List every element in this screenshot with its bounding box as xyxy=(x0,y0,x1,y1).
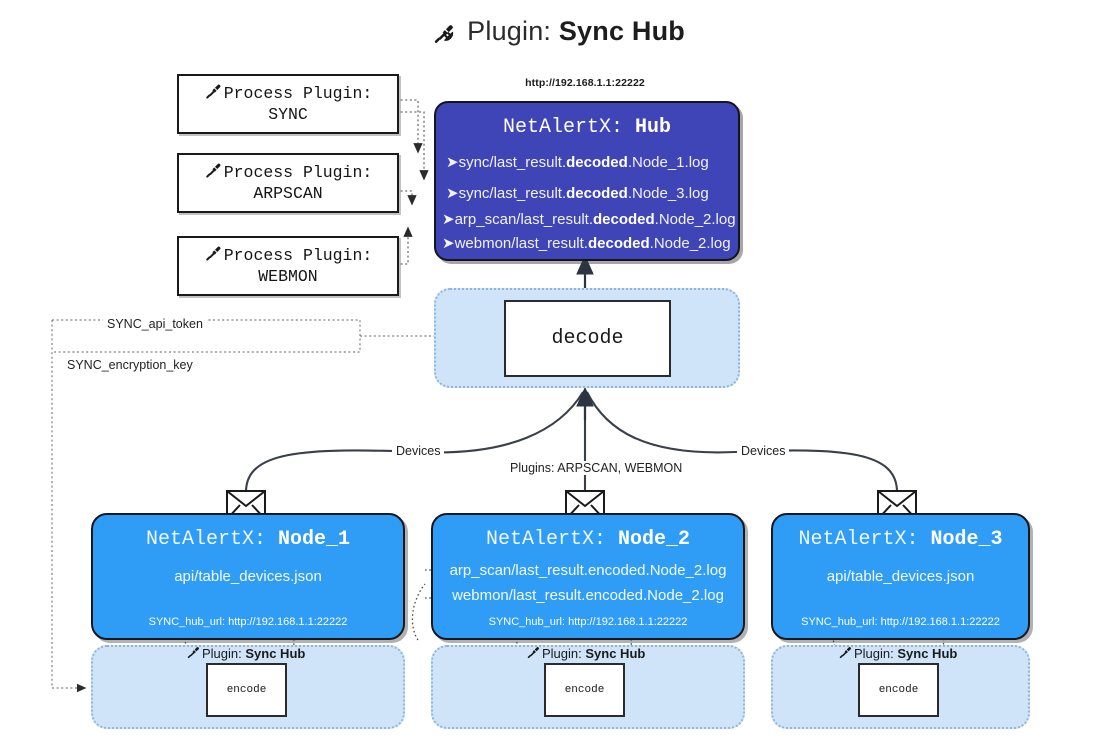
node-box-node-1[interactable]: NetAlertX: Node_1 api/table_devices.json… xyxy=(91,513,405,640)
title-name: Sync Hub xyxy=(558,16,685,46)
hub-log-2-mid: decoded xyxy=(566,185,628,202)
node-box-node-3[interactable]: NetAlertX: Node_3 api/table_devices.json… xyxy=(771,513,1030,640)
hub-log-1: ➤sync/last_result.decoded.Node_1.log xyxy=(446,155,738,170)
process-plugin-arpscan-name: ARPSCAN xyxy=(253,184,323,203)
node-3-hub-url: SYNC_hub_url: http://192.168.1.1:22222 xyxy=(801,616,1000,628)
process-plugin-arpscan-label: Process Plugin: xyxy=(223,163,373,183)
hub-title: NetAlertX: Hub xyxy=(436,116,738,139)
hub-log-3-post: .Node_2.log xyxy=(654,211,736,228)
plugin-label-node-3: Plugin: Sync Hub xyxy=(838,645,957,661)
hub-log-3: ➤arp_scan/last_result.decoded.Node_2.log xyxy=(442,212,738,227)
plug-icon xyxy=(204,163,223,182)
plugin-label-node-2: Plugin: Sync Hub xyxy=(526,645,645,661)
process-plugin-webmon[interactable]: Process Plugin: WEBMON xyxy=(177,236,399,296)
plug-icon xyxy=(204,246,223,265)
wire-secrets-to-encode-zone xyxy=(51,320,87,693)
node-3-line-1: api/table_devices.json xyxy=(826,568,975,585)
plug-icon xyxy=(432,20,463,48)
plugin-label-node-1: Plugin: Sync Hub xyxy=(186,645,305,661)
node-1-title-name: Node_1 xyxy=(278,528,351,551)
hub-log-3-pre: arp_scan/last_result. xyxy=(454,211,593,228)
node-1-title-prefix: NetAlertX: xyxy=(145,528,278,551)
title-prefix: Plugin: xyxy=(467,16,559,46)
process-plugin-sync[interactable]: Process Plugin: SYNC xyxy=(177,74,399,134)
hub-log-4-pre: webmon/last_result. xyxy=(454,235,588,252)
arrow-icon: ➤ xyxy=(442,211,455,228)
process-plugin-arpscan[interactable]: Process Plugin: ARPSCAN xyxy=(177,153,399,213)
process-plugin-sync-line1: Process Plugin: xyxy=(204,82,373,105)
node-3-title-prefix: NetAlertX: xyxy=(798,528,931,551)
node-1-line-1: api/table_devices.json xyxy=(174,568,322,585)
hub-log-1-post: .Node_1.log xyxy=(627,154,709,171)
hub-log-2: ➤sync/last_result.decoded.Node_3.log xyxy=(446,186,738,201)
plugin-label-node-3-name: Sync Hub xyxy=(897,646,958,661)
hub-title-prefix: NetAlertX: xyxy=(502,116,635,139)
node-2-title-name: Node_2 xyxy=(618,528,691,551)
encode-box-node-2[interactable]: encode xyxy=(544,663,625,717)
arrow-icon: ➤ xyxy=(446,154,459,171)
process-plugin-webmon-name: WEBMON xyxy=(258,267,318,286)
node-1-title: NetAlertX: Node_1 xyxy=(93,528,403,551)
hub-log-1-pre: sync/last_result. xyxy=(458,154,567,171)
node-2-hub-url: SYNC_hub_url: http://192.168.1.1:22222 xyxy=(488,616,688,628)
wire-node2-zone-stub xyxy=(411,583,426,641)
plug-icon xyxy=(838,646,853,661)
page-title: Plugin: Sync Hub xyxy=(0,16,1117,49)
node-2-line-1: arp_scan/last_result.encoded.Node_2.log xyxy=(449,562,727,579)
sync-encryption-key-label: SYNC_encryption_key xyxy=(63,358,197,372)
plugin-label-node-2-name: Sync Hub xyxy=(585,646,646,661)
node-box-node-2[interactable]: NetAlertX: Node_2 arp_scan/last_result.e… xyxy=(431,513,745,640)
hub-log-2-pre: sync/last_result. xyxy=(458,185,567,202)
plug-icon xyxy=(186,646,201,661)
plug-icon xyxy=(526,646,541,661)
node-3-title-name: Node_3 xyxy=(930,528,1003,551)
hub-log-4-mid: decoded xyxy=(587,235,650,252)
process-plugin-arpscan-line1: Process Plugin: xyxy=(204,161,373,184)
node-2-title: NetAlertX: Node_2 xyxy=(433,528,743,551)
hub-box[interactable]: NetAlertX: Hub ➤sync/last_result.decoded… xyxy=(434,101,740,261)
hub-log-2-post: .Node_3.log xyxy=(627,185,709,202)
wire-node1-to-decode xyxy=(244,391,584,493)
arrow-icon: ➤ xyxy=(442,235,455,252)
process-plugin-sync-name: SYNC xyxy=(268,105,308,124)
plugin-label-node-1-name: Sync Hub xyxy=(245,646,306,661)
plugin-label-node-1-prefix: Plugin: xyxy=(202,646,246,661)
plugin-label-node-3-prefix: Plugin: xyxy=(854,646,898,661)
process-plugin-sync-label: Process Plugin: xyxy=(223,84,373,104)
sync-api-token-label: SYNC_api_token xyxy=(103,317,207,331)
devices-label-right: Devices xyxy=(737,444,790,458)
hub-log-1-mid: decoded xyxy=(566,154,628,171)
process-plugin-webmon-label: Process Plugin: xyxy=(223,246,373,266)
node-1-hub-url: SYNC_hub_url: http://192.168.1.1:22222 xyxy=(148,616,348,628)
node-2-line-2: webmon/last_result.encoded.Node_2.log xyxy=(452,587,724,604)
plugins-label-center: Plugins: ARPSCAN, WEBMON xyxy=(506,461,687,475)
decode-box[interactable]: decode xyxy=(504,300,671,377)
node-3-title: NetAlertX: Node_3 xyxy=(773,528,1028,551)
encode-box-node-1[interactable]: encode xyxy=(206,663,287,717)
devices-label-left: Devices xyxy=(392,444,445,458)
wire-node3-to-decode xyxy=(586,391,899,493)
encode-box-node-3[interactable]: encode xyxy=(858,663,939,717)
hub-log-3-mid: decoded xyxy=(592,211,655,228)
wire-sync-to-hub-1 xyxy=(396,99,423,154)
hub-title-name: Hub xyxy=(635,116,672,139)
plugin-label-node-2-prefix: Plugin: xyxy=(542,646,586,661)
plug-icon xyxy=(204,84,223,103)
node-2-title-prefix: NetAlertX: xyxy=(485,528,618,551)
process-plugin-webmon-line1: Process Plugin: xyxy=(204,244,373,267)
hub-log-4-post: .Node_2.log xyxy=(649,235,731,252)
wire-sync-to-hub-2 xyxy=(396,111,429,181)
hub-log-4: ➤webmon/last_result.decoded.Node_2.log xyxy=(442,236,738,251)
arrow-icon: ➤ xyxy=(446,185,459,202)
hub-url-label: http://192.168.1.1:22222 xyxy=(525,77,645,89)
